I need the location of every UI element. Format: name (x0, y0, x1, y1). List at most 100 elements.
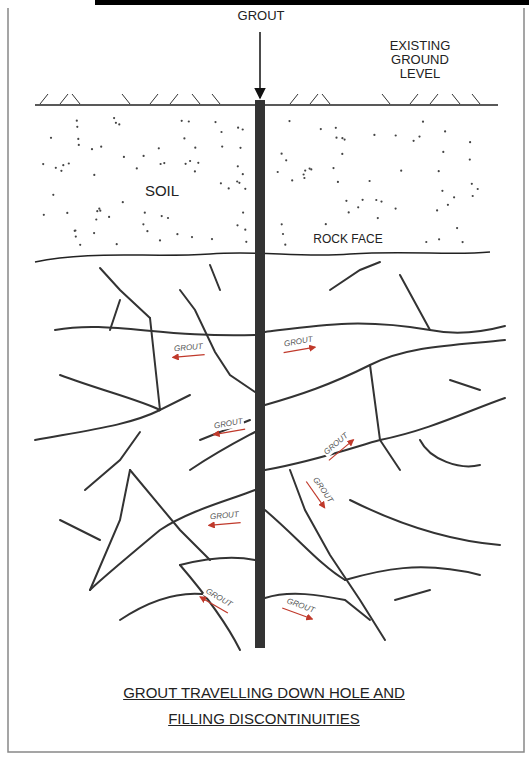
soil-dot (438, 238, 440, 240)
top-bar (95, 0, 529, 5)
soil-dot (291, 179, 293, 181)
hatch-stroke (290, 94, 298, 104)
hatch-stroke (310, 94, 318, 104)
rock-face-label: ROCK FACE (311, 233, 384, 246)
grout-flow-label: GROUT (310, 475, 335, 505)
soil-dot (447, 204, 449, 206)
soil-dot (337, 181, 339, 183)
soil-dot (332, 167, 334, 169)
hatch-stroke (452, 94, 460, 104)
soil-dot (220, 182, 222, 184)
soil-dot (237, 127, 239, 129)
soil-dot (100, 146, 102, 148)
grout-flow-arrows (173, 347, 354, 619)
soil-dot (50, 137, 52, 139)
caption: GROUT TRAVELLING DOWN HOLE AND FILLING D… (119, 680, 409, 733)
hatch-stroke (382, 94, 390, 104)
soil-dot (160, 163, 162, 165)
soil-dot (344, 139, 346, 141)
soil-dot (236, 180, 238, 182)
soil-dot (285, 159, 287, 161)
soil-dot (167, 217, 169, 219)
soil-dot (413, 140, 415, 142)
soil-dot (62, 164, 64, 166)
soil-dot (320, 128, 322, 130)
grout-flow-label: GROUT (284, 597, 316, 616)
hatch-stroke (322, 94, 330, 104)
soil-dot (98, 208, 100, 210)
soil-dot (79, 244, 81, 246)
soil-dot (477, 188, 479, 190)
soil-dot (55, 167, 57, 169)
soil-dot (373, 134, 375, 136)
soil-dot (136, 167, 138, 169)
soil-dot (239, 147, 241, 149)
soil-dot (471, 183, 473, 185)
soil-dot (335, 127, 337, 129)
soil-dot (395, 208, 397, 210)
soil-dot (380, 201, 382, 203)
grout-flow-label: GROUT (282, 335, 314, 349)
soil-dot (96, 210, 98, 212)
soil-dot (66, 212, 68, 214)
soil-dot (68, 162, 70, 164)
hatch-stroke (472, 94, 480, 104)
soil-dot (115, 122, 117, 124)
hatch-stroke (410, 94, 418, 104)
soil-dot (436, 209, 438, 211)
hatch-stroke (150, 94, 158, 104)
soil-dot (75, 236, 77, 238)
soil-dot (144, 212, 146, 214)
soil-dot (194, 170, 196, 172)
soil-dot (345, 200, 347, 202)
grout-flow-arrow (173, 355, 205, 358)
soil-dot (281, 223, 283, 225)
soil-dot (303, 177, 305, 179)
soil-dot (123, 156, 125, 158)
soil-dot (469, 141, 471, 143)
soil-dot (442, 151, 444, 153)
soil-dot (74, 229, 76, 231)
soil-dot (453, 196, 455, 198)
soil-dot (77, 138, 79, 140)
soil-dot (357, 206, 359, 208)
soil-dot (220, 131, 222, 133)
soil-dot (191, 236, 193, 238)
hatch-stroke (170, 94, 178, 104)
grout-hole-pipe (255, 100, 265, 648)
ground-level-label: EXISTING GROUND LEVEL (370, 39, 470, 82)
soil-dot (369, 180, 371, 182)
grout-flow-arrow (209, 523, 241, 526)
grout-flow-label: GROUT (208, 510, 240, 521)
soil-dot (422, 121, 424, 123)
soil-dot (221, 146, 223, 148)
soil-dot (472, 195, 474, 197)
soil-dot (189, 160, 191, 162)
soil-dot (400, 170, 402, 172)
soil-dot (76, 126, 78, 128)
soil-dot (78, 144, 80, 146)
soil-dot (163, 162, 165, 164)
grout-flow-label: GROUT (212, 417, 244, 431)
inflow-label: GROUT (238, 9, 285, 23)
soil-dot (42, 163, 44, 165)
soil-dot (146, 230, 148, 232)
soil-dot (118, 123, 120, 125)
soil-dot (335, 137, 337, 139)
soil-dot (462, 241, 464, 243)
hatch-stroke (40, 94, 48, 104)
soil-dot (438, 170, 440, 172)
ground-line (35, 104, 498, 106)
soil-dot (91, 148, 93, 150)
soil-dot (237, 165, 239, 167)
hatch-stroke (72, 94, 80, 104)
soil-dot (194, 147, 196, 149)
soil-dot (76, 120, 78, 122)
soil-dot (244, 188, 246, 190)
soil-dot (238, 182, 240, 184)
soil-dot (309, 168, 311, 170)
soil-dot (303, 173, 305, 175)
soil-dot (161, 215, 163, 217)
soil-dot (304, 170, 306, 172)
soil-dot (242, 173, 244, 175)
